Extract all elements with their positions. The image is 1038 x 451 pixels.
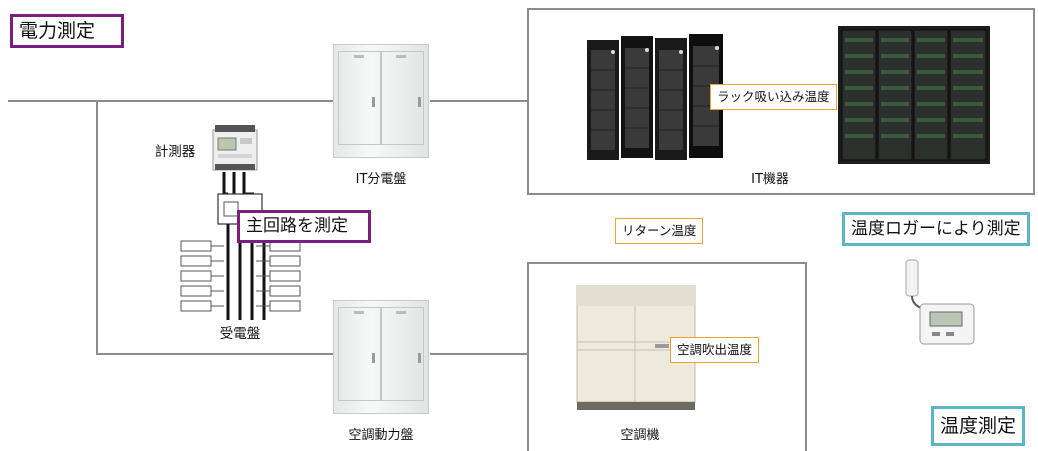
rack-intake-temperature-label: ラック吸い込み温度 <box>710 84 837 110</box>
receiving-panel-caption: 受電盤 <box>219 326 261 342</box>
air-conditioner-caption: 空調機 <box>620 428 660 443</box>
hvac-power-panel-caption: 空調動力盤 <box>348 428 414 443</box>
return-temperature-label: リターン温度 <box>615 218 704 244</box>
temperature-measurement-label: 温度測定 <box>931 406 1026 446</box>
server-cabinet-row-icon <box>838 26 990 164</box>
it-panel-caption: IT分電盤 <box>355 172 407 187</box>
it-feed-line <box>430 100 528 102</box>
server-rack-group-icon <box>587 34 723 160</box>
main-circuit-label: 主回路を測定 <box>237 210 371 243</box>
temperature-logger-device-icon <box>905 259 975 345</box>
breaker-row-right-icon <box>256 240 301 312</box>
ac-outlet-temperature-label: 空調吹出温度 <box>670 337 760 363</box>
hvac-feed-line <box>430 353 528 355</box>
hvac-power-line <box>96 353 333 355</box>
temperature-logger-label: 温度ロガーにより測定 <box>842 212 1030 246</box>
main-power-line <box>8 100 333 102</box>
breaker-row-left-icon <box>180 240 224 312</box>
meter-caption: 計測器 <box>154 144 196 160</box>
meter-device-icon <box>212 125 258 171</box>
it-equipment-caption: IT機器 <box>751 172 789 187</box>
hvac-power-panel <box>333 300 429 414</box>
branch-line <box>96 100 98 355</box>
it-distribution-panel <box>333 44 429 158</box>
power-measurement-label: 電力測定 <box>10 14 124 48</box>
